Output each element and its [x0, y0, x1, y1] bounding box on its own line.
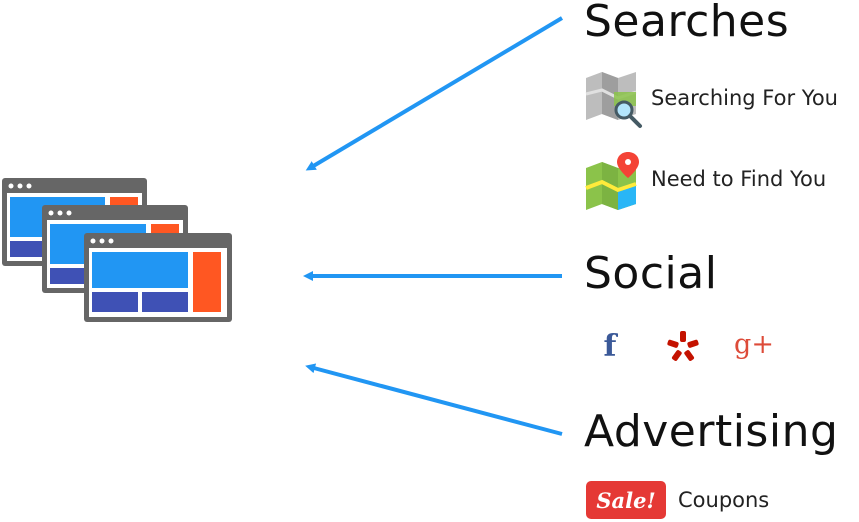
google-plus-icon: g+ — [734, 324, 774, 364]
google-plus-glyph: g+ — [734, 328, 774, 360]
browser-window-front — [84, 233, 232, 322]
map-pin-icon — [585, 152, 639, 210]
facebook-icon: f — [590, 326, 630, 366]
advertising-heading: Advertising — [584, 406, 839, 457]
yelp-icon — [667, 331, 699, 361]
searches-heading: Searches — [584, 0, 790, 47]
sale-badge: Sale! — [586, 481, 666, 519]
arrow-advertising — [305, 363, 563, 436]
searching-for-you-label: Searching For You — [651, 86, 838, 110]
coupons-label: Coupons — [678, 488, 770, 512]
social-heading: Social — [584, 248, 718, 299]
facebook-glyph: f — [603, 328, 617, 364]
need-to-find-you-label: Need to Find You — [651, 167, 827, 191]
arrow-searches — [305, 16, 564, 171]
map-search-icon — [585, 72, 642, 128]
browser-windows-icon — [2, 178, 232, 322]
